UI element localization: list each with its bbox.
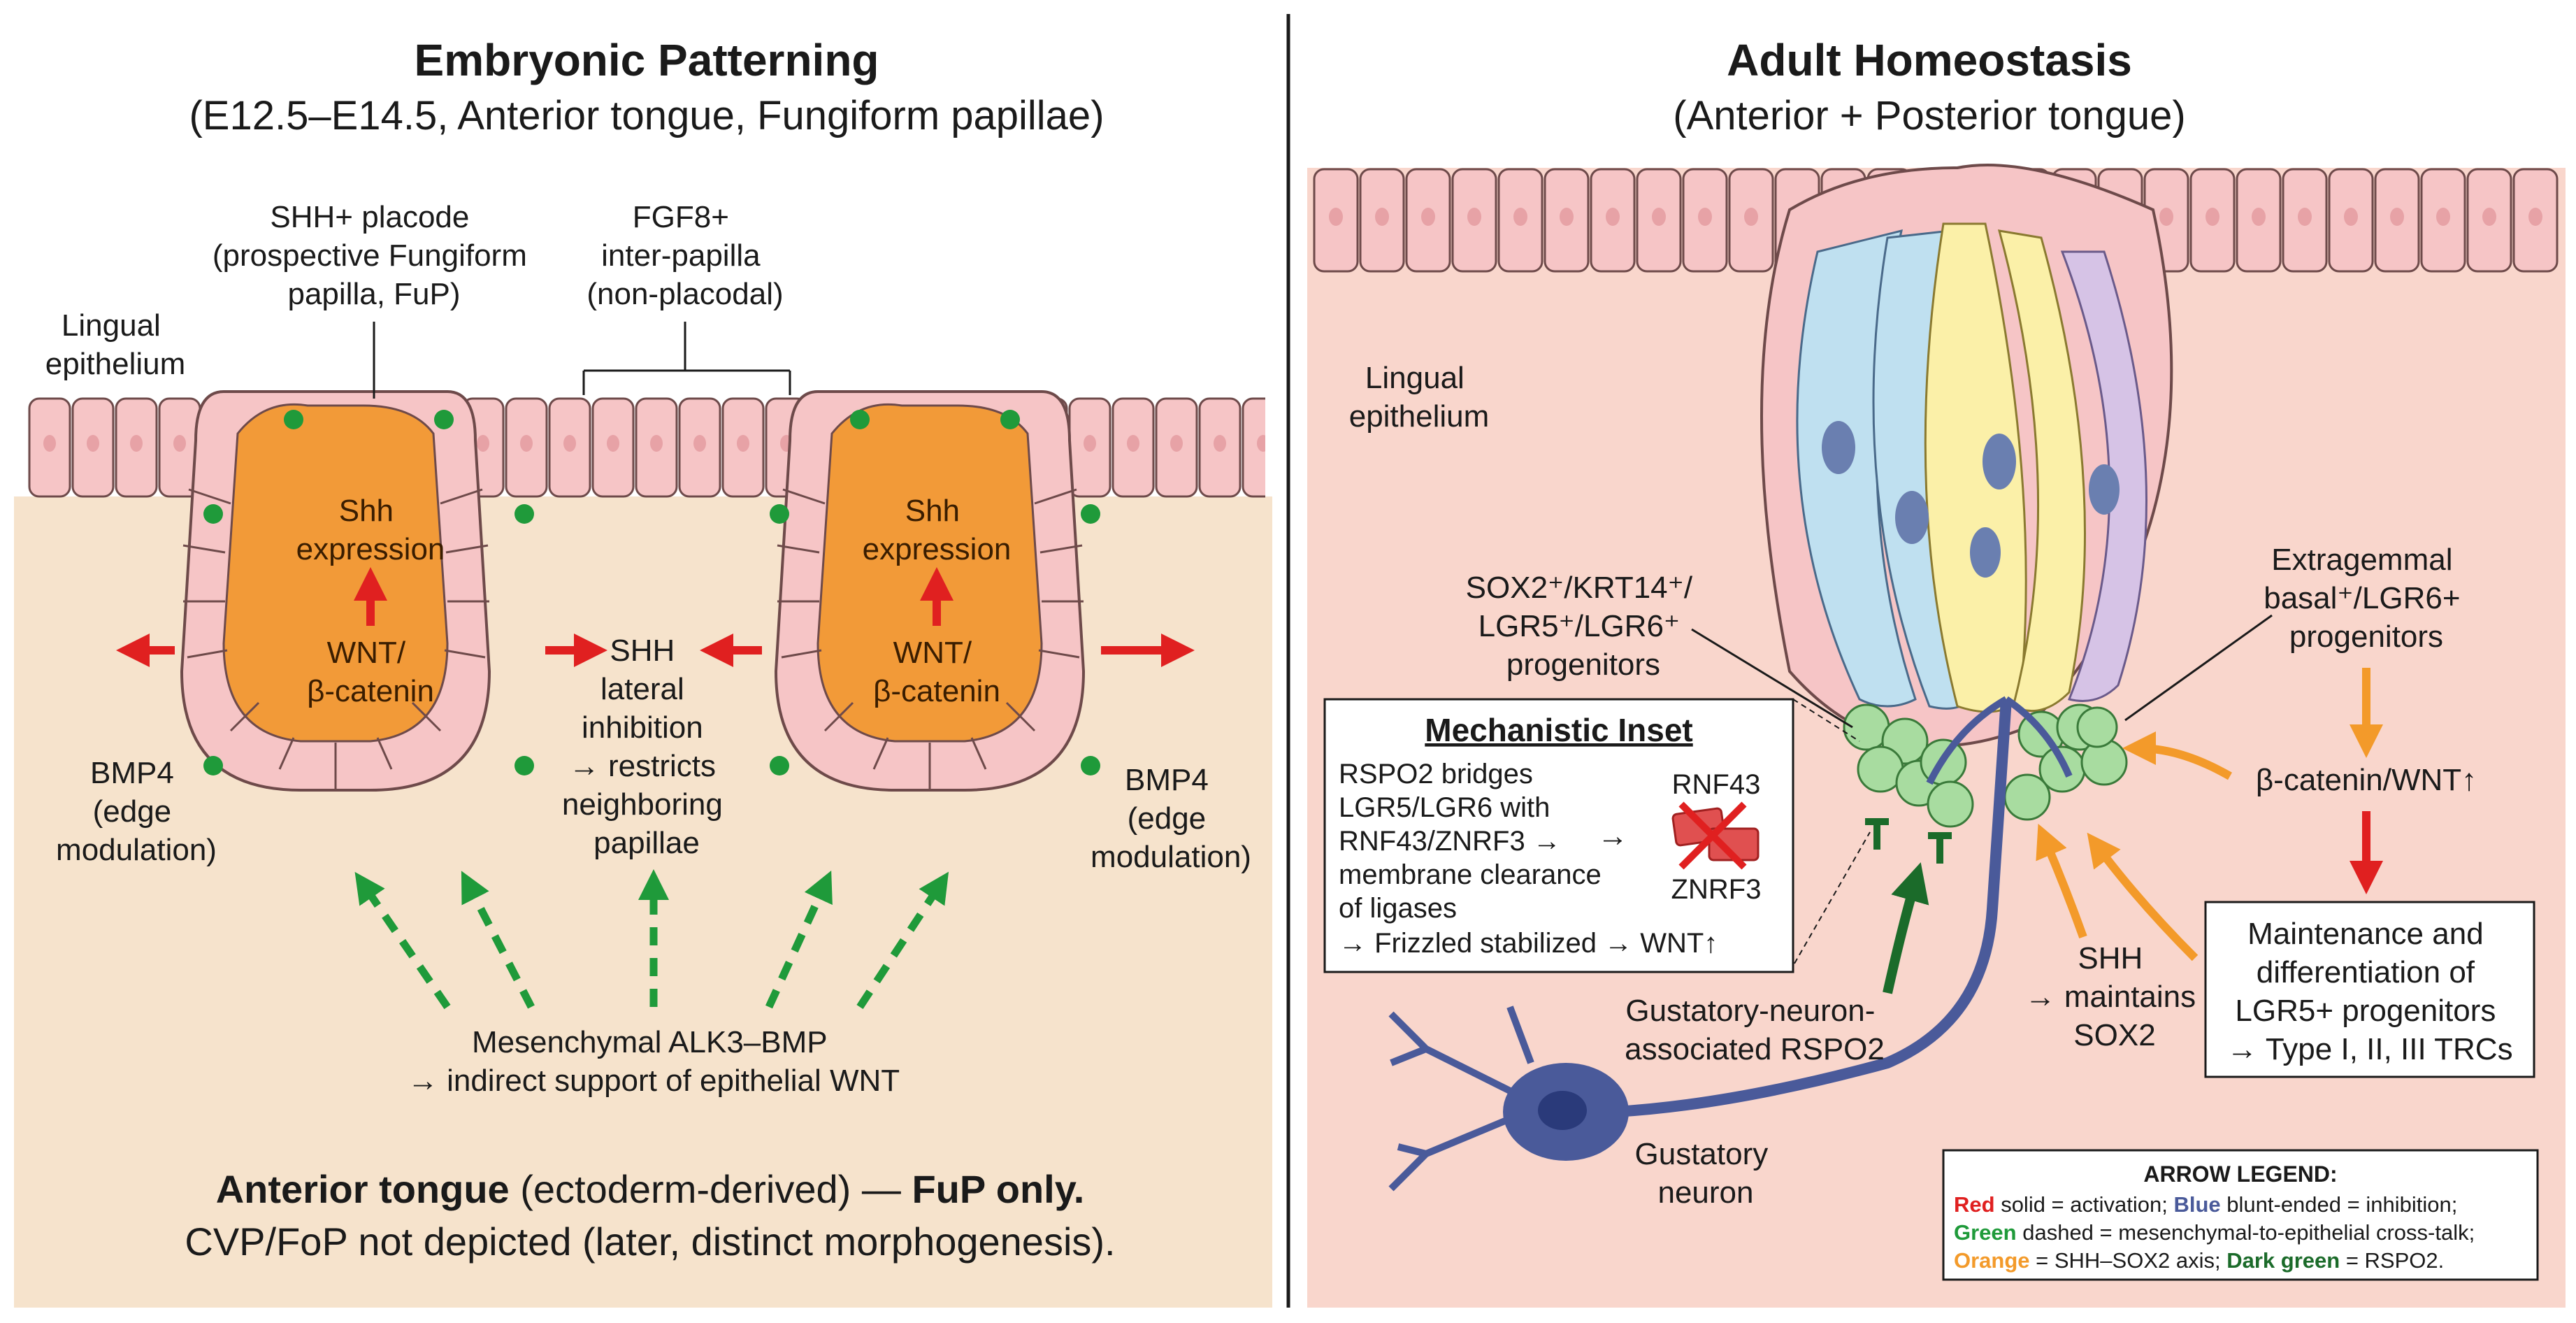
- inset-pointer-2: [1789, 831, 1871, 973]
- arrow-legend-line-1: Red solid = activation; Blue blunt-ended…: [1954, 1192, 2457, 1217]
- arrow-legend-title: ARROW LEGEND:: [2143, 1161, 2337, 1187]
- fgf8-label: FGF8+ inter-papilla (non-placodal): [587, 200, 783, 311]
- sox2-pointer: [1691, 628, 1853, 729]
- right-panel-title: Adult Homeostasis: [1727, 35, 2132, 85]
- arrow-legend-box: [1942, 1149, 2539, 1281]
- arrow-legend-line-2: Green dashed = mesenchymal-to-epithelial…: [1954, 1220, 2475, 1245]
- wnt-right: WNT/ β-catenin: [873, 636, 1000, 708]
- orange-arrow-shh-2: [2087, 832, 2199, 961]
- left-panel: Embryonic Patterning (E12.5–E14.5, Anter…: [14, 14, 1272, 1308]
- shh-expression-right: Shh expression: [863, 494, 1012, 566]
- orange-arrow-to-cluster: [2122, 731, 2232, 780]
- wnt-left: WNT/ β-catenin: [307, 636, 434, 708]
- extragemmal-label: Extragemmal basal⁺/LGR6+ progenitors: [2264, 543, 2469, 654]
- fgf8-bracket: [582, 322, 791, 395]
- shh-lateral-inhibition-label: SHH lateral inhibition → restricts neigh…: [562, 634, 731, 860]
- right-lingual-epithelium-label: Lingual epithelium: [1349, 361, 1490, 434]
- left-lingual-epithelium-label: Lingual epithelium: [45, 308, 186, 381]
- gustatory-neuron-label: Gustatory neuron: [1635, 1137, 1777, 1210]
- right-panel-subtitle: (Anterior + Posterior tongue): [1673, 93, 2185, 138]
- placode-left: [180, 390, 534, 792]
- mechanistic-inset-text: RSPO2 bridges LGR5/LGR6 with RNF43/ZNRF3…: [1339, 759, 1718, 959]
- rspo2-label: Gustatory-neuron- associated RSPO2: [1625, 994, 1885, 1066]
- rspo2-arrow: [1883, 862, 1929, 994]
- ligase-cleared-icon: [1671, 801, 1760, 870]
- mechanistic-inset-title: Mechanistic Inset: [1425, 712, 1692, 748]
- bmp4-left-label: BMP4 (edge modulation): [56, 756, 217, 867]
- beta-catenin-label: β-catenin/WNT↑: [2256, 763, 2477, 797]
- maintenance-box: [2204, 901, 2535, 1078]
- znrf3-label: ZNRF3: [1671, 874, 1762, 905]
- arrow-legend-line-3: Orange = SHH–SOX2 axis; Dark green = RSP…: [1954, 1248, 2444, 1273]
- footer-line-1: Anterior tongue (ectoderm-derived) — FuP…: [216, 1167, 1085, 1211]
- orange-arrow-shh-1: [2036, 823, 2087, 939]
- inset-pointer-1: [1792, 699, 1860, 742]
- bmp4-right-label: BMP4 (edge modulation): [1091, 763, 1251, 874]
- left-panel-title: Embryonic Patterning: [415, 35, 879, 85]
- mesenchymal-crosstalk-arrows: [354, 869, 949, 1010]
- shh-placode-label: SHH+ placode (prospective Fungiform papi…: [213, 200, 535, 311]
- footer-line-2: CVP/FoP not depicted (later, distinct mo…: [185, 1220, 1115, 1264]
- rspo2-receptors: [1865, 818, 1952, 864]
- shh-maintains-label: SHH → maintains SOX2: [2025, 941, 2205, 1052]
- mesenchymal-label: Mesenchymal ALK3–BMP → indirect support …: [408, 1025, 900, 1098]
- right-panel: Adult Homeostasis (Anterior + Posterior …: [1307, 35, 2566, 1308]
- inset-arrow-glyph: →: [1597, 819, 1628, 853]
- rnf43-label: RNF43: [1672, 769, 1761, 800]
- extragemmal-pointer: [2124, 614, 2273, 722]
- maintenance-text: Maintenance and differentiation of LGR5+…: [2226, 917, 2512, 1066]
- left-panel-subtitle: (E12.5–E14.5, Anterior tongue, Fungiform…: [189, 93, 1104, 138]
- taste-bud: [1760, 164, 2173, 748]
- sox2-progenitors-label: SOX2⁺/KRT14⁺/ LGR5⁺/LGR6⁺ progenitors: [1466, 571, 1701, 682]
- shh-expression-left: Shh expression: [296, 494, 445, 566]
- gustatory-neuron: [1388, 696, 2073, 1192]
